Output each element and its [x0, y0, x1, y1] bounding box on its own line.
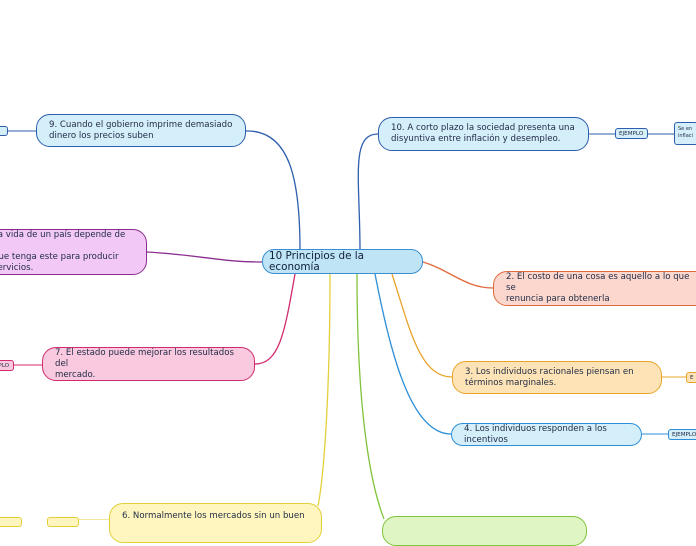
- subtopic-tag-p4[interactable]: EJEMPLO: [668, 429, 696, 440]
- branch-principle-4[interactable]: 4. Los individuos responden a los incent…: [451, 423, 642, 446]
- branch-principle-5[interactable]: [382, 516, 587, 546]
- connector-p10: [357, 133, 379, 251]
- connector-p9: [245, 130, 301, 251]
- branch-principle-3[interactable]: 3. Los individuos racionales piensan en …: [452, 361, 662, 394]
- subtopic-tag-p3[interactable]: E: [686, 372, 696, 383]
- connector-p8: [146, 251, 263, 263]
- subtopic-tag-p6[interactable]: [47, 517, 79, 527]
- branch-principle-7[interactable]: 7. El estado puede mejorar los resultado…: [42, 347, 255, 381]
- connector-p4: [374, 273, 452, 435]
- mind-map-connectors: [8, 130, 686, 520]
- branch-principle-2[interactable]: 2. El costo de una cosa es aquello a lo …: [493, 271, 696, 306]
- subtopic-detail-p10[interactable]: Se en inflaci: [674, 122, 696, 145]
- subtopic-tag-p10[interactable]: EJEMPLO: [615, 128, 648, 139]
- branch-principle-8[interactable]: La vida de un país depende de la que ten…: [0, 229, 147, 275]
- connector-p7: [254, 273, 296, 365]
- connector-p6: [317, 273, 331, 507]
- branch-principle-6[interactable]: 6. Normalmente los mercados sin un buen: [109, 503, 322, 543]
- subtopic-tag-p6-outer[interactable]: [0, 517, 22, 527]
- branch-principle-9[interactable]: 9. Cuando el gobierno imprime demasiado …: [36, 114, 246, 147]
- branch-principle-10[interactable]: 10. A corto plazo la sociedad presenta u…: [378, 117, 589, 151]
- connector-p5: [356, 273, 385, 520]
- connector-p3: [391, 273, 453, 378]
- subtopic-tag-p7[interactable]: EMPLO: [0, 360, 14, 371]
- connector-p2: [422, 261, 494, 289]
- central-topic[interactable]: 10 Principios de la economía: [262, 249, 423, 274]
- subtopic-tag-p9[interactable]: O: [0, 126, 8, 136]
